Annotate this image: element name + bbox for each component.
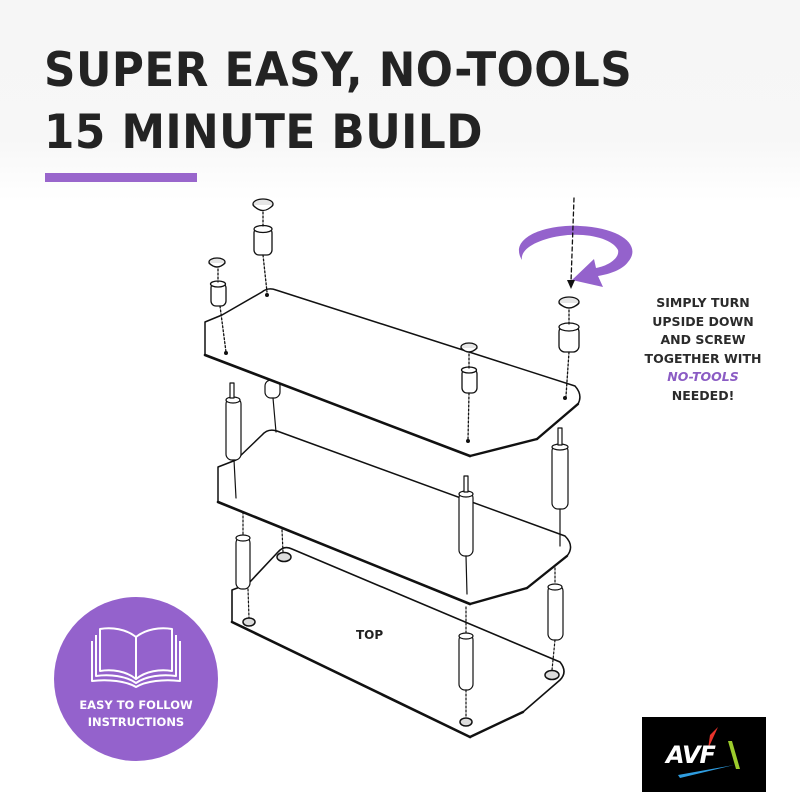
open-book-icon xyxy=(91,627,181,688)
callout-line-6: NEEDED! xyxy=(671,387,735,403)
panel-label-top: TOP xyxy=(356,628,384,642)
logo-stripes-icon xyxy=(678,727,740,778)
callout-line-2: UPSIDE DOWN xyxy=(652,313,754,329)
callout-line-1: SIMPLY TURN xyxy=(656,295,750,310)
headline: SUPER EASY, NO-TOOLS 15 MINUTE BUILD xyxy=(44,40,632,164)
middle-panel xyxy=(216,429,572,606)
badge-line-1: EASY TO FOLLOW xyxy=(79,698,193,712)
brand-logo: AVF xyxy=(642,717,766,792)
lower-posts xyxy=(235,511,564,719)
bottom-panel xyxy=(230,546,565,739)
callout-line-4: TOGETHER WITH xyxy=(644,350,762,366)
instruction-callout: SIMPLY TURN UPSIDE DOWN AND SCREW TOGETH… xyxy=(628,294,778,405)
headline-line-1: SUPER EASY, NO-TOOLS xyxy=(44,43,633,98)
top-panel xyxy=(203,288,581,458)
callout-line-3: AND SCREW xyxy=(660,332,746,347)
badge-text: EASY TO FOLLOW INSTRUCTIONS xyxy=(54,697,218,731)
logo-text: AVF xyxy=(666,741,716,769)
accent-bar xyxy=(45,173,197,182)
caps-and-sleeves xyxy=(208,198,580,441)
badge-line-2: INSTRUCTIONS xyxy=(87,715,185,729)
instructions-badge: EASY TO FOLLOW INSTRUCTIONS xyxy=(54,597,218,761)
upper-posts xyxy=(225,379,569,595)
headline-line-2: 15 MINUTE BUILD xyxy=(44,105,483,160)
callout-emphasis: NO-TOOLS xyxy=(667,369,739,384)
rotate-arrow-icon xyxy=(518,197,633,289)
header-background xyxy=(0,0,800,200)
